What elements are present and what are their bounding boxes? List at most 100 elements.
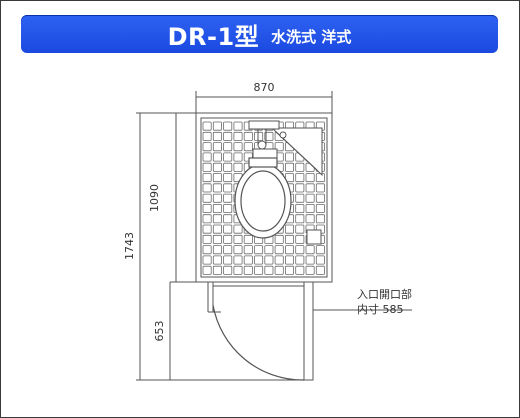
floor-tile (223, 152, 233, 162)
floor-tile (233, 162, 243, 172)
floor-tile (202, 162, 212, 172)
floor-tile (295, 214, 305, 224)
floor-tile (315, 245, 325, 255)
floor-tile (274, 265, 284, 275)
floor-tile (233, 224, 243, 234)
toilet-bowl (234, 157, 292, 239)
floor-tile (233, 255, 243, 265)
floor-tile (223, 214, 233, 224)
floor-tile (284, 245, 294, 255)
floor-tile (223, 193, 233, 203)
floor-tile (295, 203, 305, 213)
door-depth-label: 653 (153, 321, 166, 342)
floor-tile (233, 234, 243, 244)
floor-tile (212, 173, 222, 183)
floor-tile (295, 162, 305, 172)
floor-tile (233, 121, 243, 131)
floor-tile (264, 255, 274, 265)
floor-tile (202, 121, 212, 131)
annotation-line1: 入口開口部 (357, 287, 412, 301)
floor-tile (295, 183, 305, 193)
floor-tile (202, 255, 212, 265)
floor-tile (223, 183, 233, 193)
floor-tile (233, 131, 243, 141)
floor-tile (223, 255, 233, 265)
floor-tile (295, 255, 305, 265)
floor-tile (212, 121, 222, 131)
floor-tile (315, 214, 325, 224)
floor-tile (212, 203, 222, 213)
floor-tile (254, 265, 264, 275)
floor-tile (223, 245, 233, 255)
floor-tile (223, 131, 233, 141)
floor-tile (284, 234, 294, 244)
floor-tile (233, 142, 243, 152)
floor-tile (295, 193, 305, 203)
floor-tile (284, 255, 294, 265)
model-type: 水洗式 洋式 (271, 27, 352, 46)
floor-tile (295, 265, 305, 275)
floor-tile (315, 183, 325, 193)
floor-tile (274, 245, 284, 255)
floor-tile (243, 245, 253, 255)
depth-dimensions (136, 112, 304, 381)
floor-tile (223, 121, 233, 131)
floor-tile (212, 245, 222, 255)
floor-tile (284, 162, 294, 172)
wall-panel (306, 229, 322, 245)
floor-tile (223, 173, 233, 183)
door-assembly (207, 281, 314, 381)
model-title: DR-1型 (167, 22, 260, 51)
width-dimension-label: 870 (254, 81, 275, 94)
flush-valve (248, 120, 280, 159)
floor-tile (274, 234, 284, 244)
total-depth-label: 1743 (123, 232, 136, 260)
floor-tile (202, 245, 212, 255)
door-leaf (303, 281, 314, 381)
room-depth-label: 1090 (148, 184, 161, 212)
floor-tile (202, 152, 212, 162)
floor-tile (295, 234, 305, 244)
floor-tile (305, 265, 315, 275)
floor-tile (212, 131, 222, 141)
floor-tile (295, 224, 305, 234)
floor-tile (284, 152, 294, 162)
floor-tile (264, 131, 274, 141)
floor-tile (315, 203, 325, 213)
floor-tile (264, 265, 274, 275)
floor-tile (305, 173, 315, 183)
floor-tile (223, 265, 233, 275)
floor-tile (212, 255, 222, 265)
floor-tile (305, 255, 315, 265)
floor-tile (315, 265, 325, 275)
floor-tile (212, 214, 222, 224)
floor-tile (315, 193, 325, 203)
corner-shelf (270, 127, 323, 177)
floor-tile (264, 245, 274, 255)
floor-tile (284, 224, 294, 234)
floor-tile (305, 203, 315, 213)
floor-tile (315, 173, 325, 183)
floor-tile (212, 183, 222, 193)
floor-tile (223, 142, 233, 152)
floor-tile (202, 234, 212, 244)
floor-tile (223, 224, 233, 234)
title-banner: DR-1型 水洗式 洋式 (21, 15, 498, 53)
floor-tile (233, 245, 243, 255)
floor-tile (233, 152, 243, 162)
floor-tile (202, 203, 212, 213)
floor-tile (305, 245, 315, 255)
floor-tile (243, 255, 253, 265)
floor-tile (233, 265, 243, 275)
floor-tile (223, 162, 233, 172)
floor-tile (212, 234, 222, 244)
floor-tile (295, 245, 305, 255)
floor-tile (202, 214, 212, 224)
floor-tile (305, 214, 315, 224)
floor-tile (202, 224, 212, 234)
floor-tile (254, 245, 264, 255)
width-dimension (195, 91, 333, 113)
floor-tile (212, 224, 222, 234)
floor-tile (212, 193, 222, 203)
